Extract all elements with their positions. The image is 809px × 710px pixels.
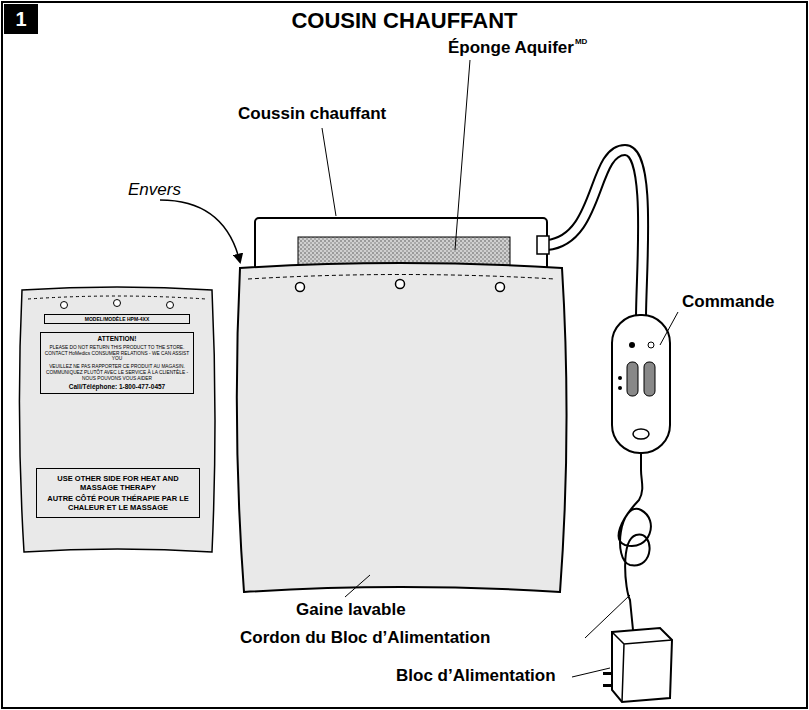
leader-line (345, 575, 370, 597)
controller (612, 315, 670, 453)
power-cord (619, 453, 651, 630)
snap-hole (396, 280, 405, 289)
prong (603, 684, 612, 687)
model-label: MODEL/MODÈLE HPM-4XX (44, 314, 190, 324)
stitching (248, 275, 555, 280)
indicator (648, 342, 654, 348)
snap-hole (296, 283, 305, 292)
controller-button (627, 362, 638, 396)
part-label: Éponge Aquifer (448, 38, 574, 58)
part-label: Cordon du Bloc d’Alimentation (240, 628, 490, 648)
snap-hole (114, 300, 121, 307)
part-label: Coussin chauffant (238, 104, 386, 124)
leader-line (572, 668, 610, 677)
node-text: USE OTHER SIDE FOR HEAT AND MASSAGE THER… (41, 474, 195, 492)
node-text: MODEL/MODÈLE HPM-4XX (47, 316, 187, 322)
part-label: Commande (682, 292, 775, 312)
callout-number-box: 1 (4, 4, 38, 34)
indicator (629, 342, 635, 348)
node-text: VEUILLEZ NE PAS RAPPORTER CE PRODUIT AU … (44, 364, 190, 381)
node-text: AUTRE CÔTÉ POUR THÉRAPIE PAR LE CHALEUR … (41, 494, 195, 512)
node-text: Call/Téléphone: 1-800-477-0457 (44, 383, 190, 391)
cord-sleeve (537, 236, 549, 254)
leader-line (322, 128, 336, 216)
part-label: Bloc d’Alimentation (396, 666, 556, 686)
leader-line (660, 312, 678, 345)
prong (603, 672, 612, 675)
warning-label: ATTENTION! PLEASE DO NOT RETURN THIS PROD… (40, 332, 194, 394)
power-adapter-edge (612, 632, 672, 702)
instruction-label: USE OTHER SIDE FOR HEAT AND MASSAGE THER… (36, 468, 200, 518)
flip-arrow (160, 200, 240, 262)
snap-hole (167, 302, 174, 309)
node-text: 1 (4, 7, 38, 31)
washable-cover (237, 263, 567, 592)
snap-hole (61, 302, 68, 309)
power-adapter (612, 628, 672, 702)
view-label: Envers (128, 180, 181, 200)
node-text: ATTENTION! (44, 335, 190, 343)
stitching (28, 296, 206, 299)
part-label: Gaine lavable (296, 600, 406, 620)
indicator (618, 376, 622, 380)
trademark-mark: MD (575, 37, 587, 46)
controller-button (644, 362, 655, 396)
diagram-title: COUSIN CHAUFFANT (0, 8, 809, 33)
node-text: PLEASE DO NOT RETURN THIS PRODUCT TO THE… (44, 345, 190, 362)
leader-line (585, 595, 630, 638)
snap-hole (496, 283, 505, 292)
power-button (633, 429, 649, 439)
leader-line (455, 60, 470, 250)
indicator (618, 386, 622, 390)
cover-back (19, 287, 215, 552)
